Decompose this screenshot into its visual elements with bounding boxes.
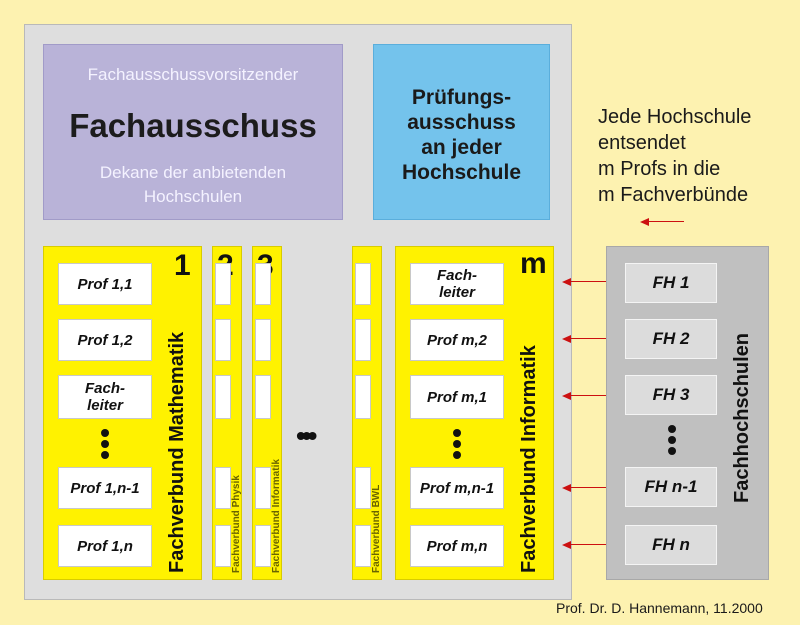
member-box: Prof 1,n-1 <box>58 467 152 509</box>
member-slot <box>215 525 231 567</box>
fachverbund-bwl: Fachverbund BWL <box>352 246 382 580</box>
fachausschuss-box: Fachausschussvorsitzender Fachausschuss … <box>43 44 343 220</box>
fachausschuss-chair-label: Fachausschussvorsitzender <box>87 65 299 84</box>
fachverbund-3: 3 Fachverbund Informatik <box>252 246 282 580</box>
pruefungsausschuss-label: Prüfungs- ausschuss an jeder Hochschule <box>401 86 522 184</box>
fh-box: FH n <box>625 525 717 565</box>
member-box: Prof 1,n <box>58 525 152 567</box>
member-slot <box>255 263 271 305</box>
fh-box: FH 2 <box>625 319 717 359</box>
member-slot <box>355 467 371 509</box>
member-box: Fach- leiter <box>410 263 504 305</box>
fh-box: FH 1 <box>625 263 717 303</box>
fachhochschulen-label: Fachhochschulen <box>731 332 753 504</box>
fachverbund-number: 1 <box>174 249 191 282</box>
member-box: Prof 1,1 <box>58 263 152 305</box>
member-box: Prof 1,2 <box>58 319 152 361</box>
member-slot <box>215 467 231 509</box>
member-box: Prof m,2 <box>410 319 504 361</box>
fachverbund-mathematik: Prof 1,1 Prof 1,2 Fach- leiter • • • Pro… <box>43 246 202 580</box>
member-box: Prof m,n-1 <box>410 467 504 509</box>
fachverbund-label: Fachverbund Mathematik <box>166 331 188 573</box>
fachausschuss-members-label: Dekane der anbietenden Hochschulen <box>99 163 287 206</box>
fachverbund-label: Fachverbund Physik <box>231 475 242 573</box>
member-slot <box>255 467 271 509</box>
member-slot <box>355 263 371 305</box>
member-slot <box>255 319 271 361</box>
fachverbund-label: Fachverbund BWL <box>371 484 382 573</box>
explanation-note: Jede Hochschule entsendet m Profs in die… <box>598 106 752 206</box>
member-box: Prof m,n <box>410 525 504 567</box>
member-slot <box>215 263 231 305</box>
fachausschuss-title: Fachausschuss <box>69 107 317 144</box>
member-box: Prof m,1 <box>410 375 504 419</box>
member-slot <box>255 375 271 419</box>
vertical-ellipsis: • • • <box>452 417 462 470</box>
author-credit: Prof. Dr. D. Hannemann, 11.2000 <box>556 600 763 616</box>
fachhochschulen-panel: FH 1 FH 2 FH 3 • • • FH n-1 FH n Fachhoc… <box>606 246 769 580</box>
member-slot <box>215 375 231 419</box>
fachverbund-informatik-m: Fach- leiter Prof m,2 Prof m,1 • • • Pro… <box>395 246 554 580</box>
fachverbund-physik: 2 Fachverbund Physik <box>212 246 242 580</box>
member-slot <box>215 319 231 361</box>
vertical-ellipsis: • • • <box>667 413 677 466</box>
member-slot <box>355 375 371 419</box>
member-slot <box>355 319 371 361</box>
pruefungsausschuss-box: Prüfungs- ausschuss an jeder Hochschule <box>373 44 550 220</box>
vertical-ellipsis: • • • <box>100 417 110 470</box>
fachverbund-label: Fachverbund Informatik <box>518 345 540 573</box>
member-slot <box>255 525 271 567</box>
fh-box: FH 3 <box>625 375 717 415</box>
fachverbund-label: Fachverbund Informatik <box>271 459 282 573</box>
fh-box: FH n-1 <box>625 467 717 507</box>
member-box: Fach- leiter <box>58 375 152 419</box>
fachverbund-number: m <box>520 247 547 280</box>
more-fachverbuende-ellipsis: ••• <box>296 420 318 451</box>
member-slot <box>355 525 371 567</box>
